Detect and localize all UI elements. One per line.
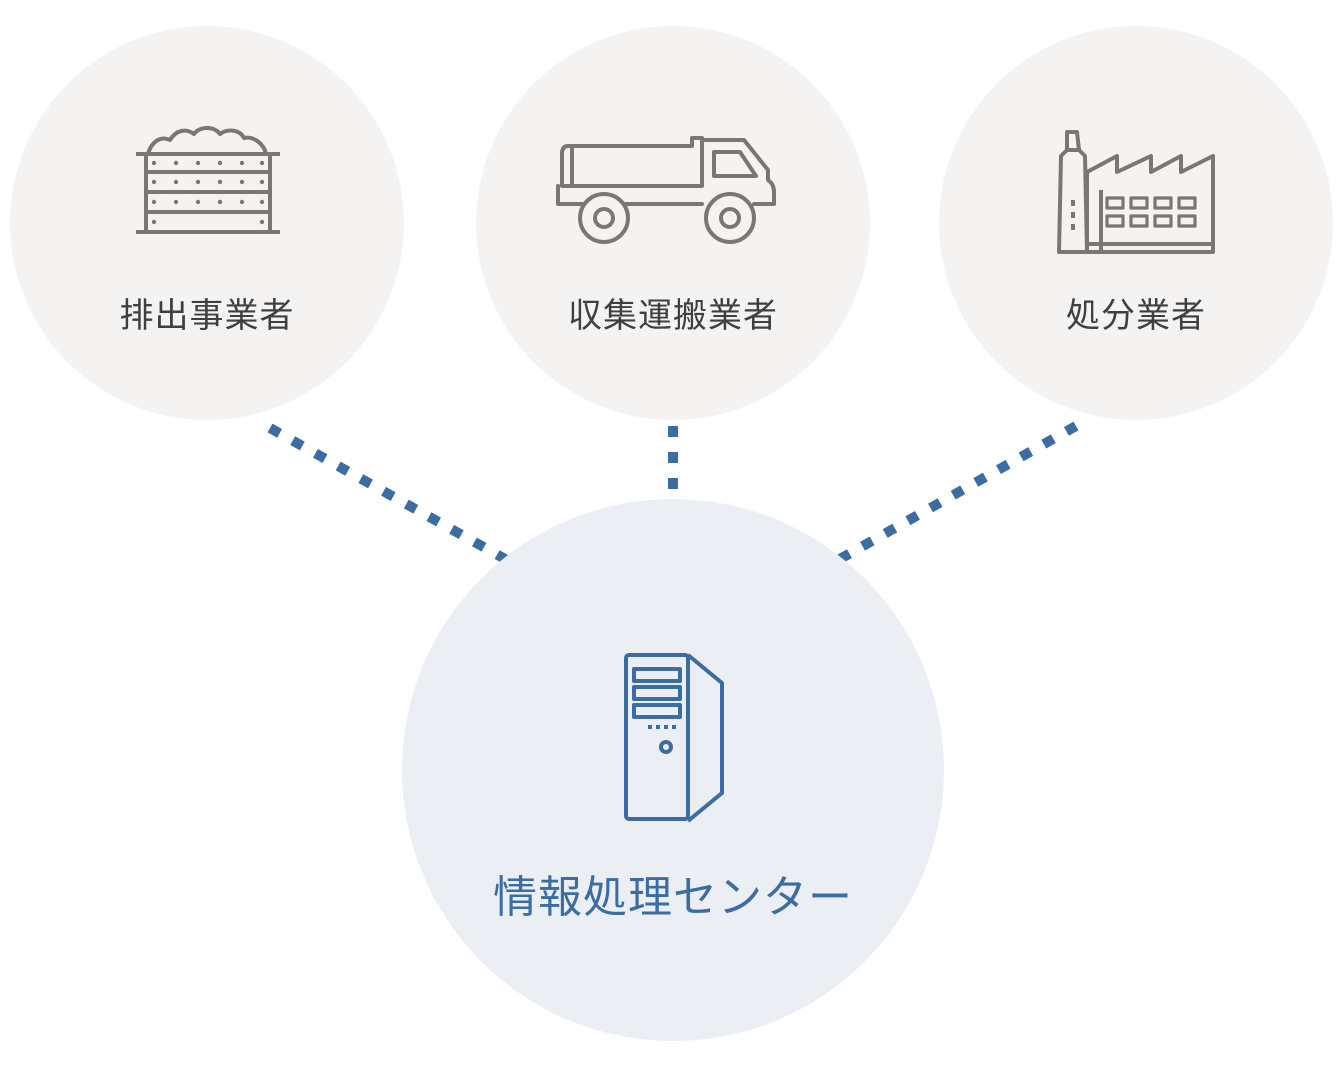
party-label: 処分業者 — [1066, 296, 1206, 336]
node-emitter: 排出事業者 — [10, 26, 404, 420]
node-disposal: 処分業者 — [939, 26, 1333, 420]
node-information-center: 情報処理センター — [402, 499, 944, 1041]
factory-icon — [1057, 130, 1215, 254]
waste-container-icon — [136, 126, 280, 234]
server-icon — [624, 653, 724, 823]
party-label: 収集運搬業者 — [568, 296, 778, 336]
node-collector: 収集運搬業者 — [476, 26, 870, 420]
party-label: 排出事業者 — [119, 296, 295, 336]
center-label: 情報処理センター — [493, 872, 853, 923]
dump-truck-icon — [556, 136, 776, 244]
